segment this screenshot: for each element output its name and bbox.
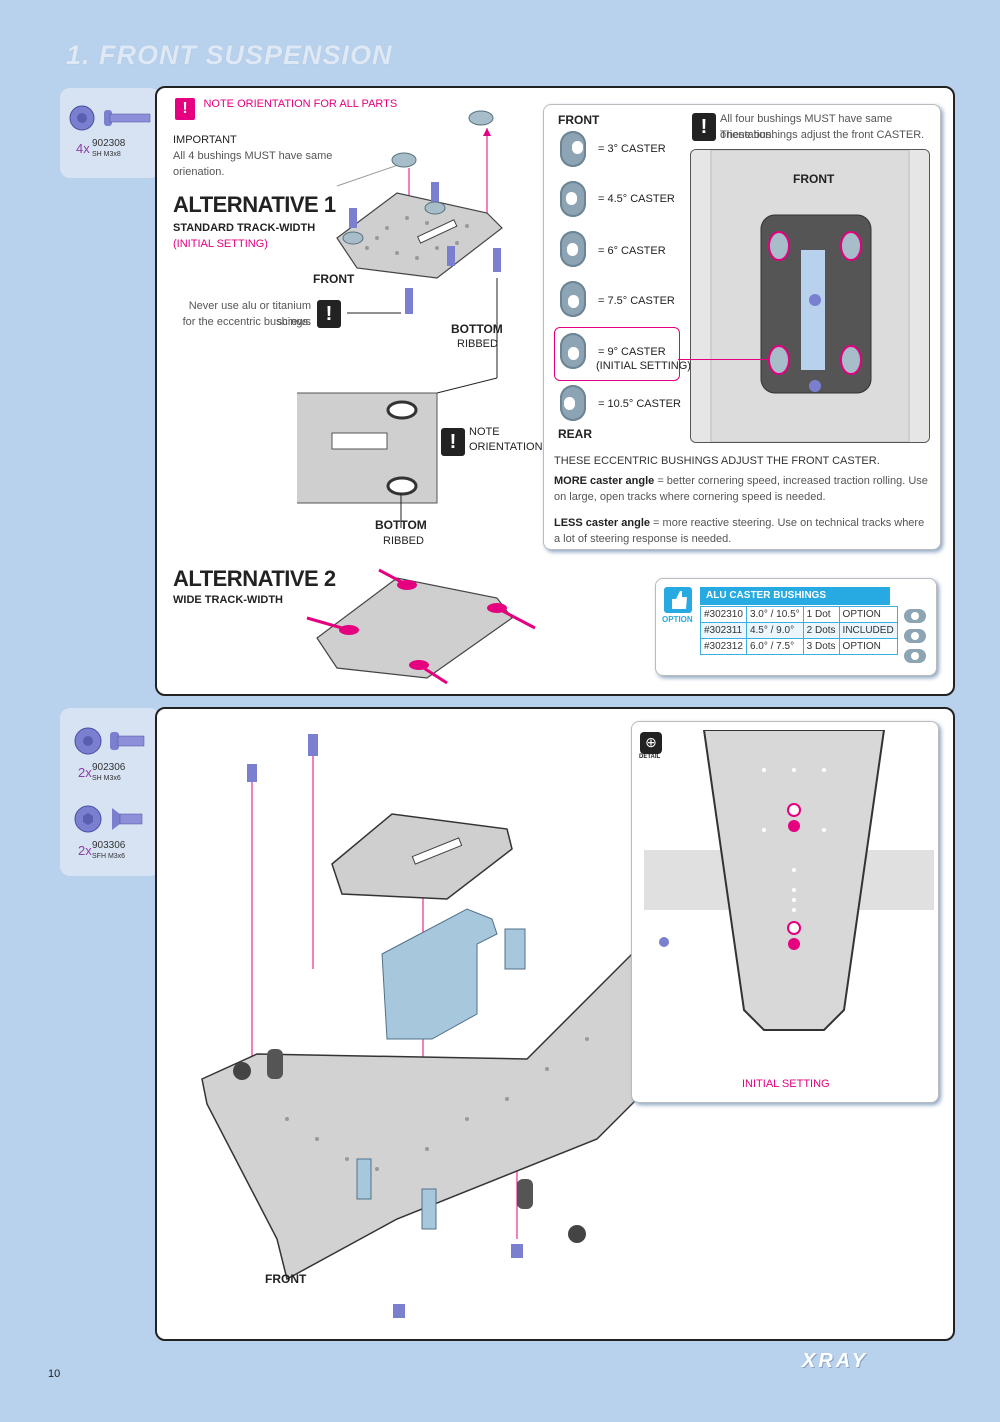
alt1-subtitle: STANDARD TRACK-WIDTH [173, 222, 316, 234]
step2-panel: FRONT ⊕ DETAIL INITIAL SETTING [155, 707, 955, 1341]
front-label: FRONT [313, 272, 355, 286]
step2-illustration [201, 734, 637, 1318]
ribbed-label-1: RIBBED [457, 338, 498, 350]
table-cell: #302311 [700, 622, 747, 639]
page-number: 10 [48, 1368, 61, 1380]
caster-warning-1: All four bushings MUST have same orienta… [720, 113, 893, 141]
less-label: LESS caster angle [554, 517, 650, 529]
option-table: #302310 3.0° / 10.5° 1 Dot OPTION #30231… [700, 606, 898, 655]
option-icon-label: OPTION [662, 615, 693, 624]
caster-option-5: = 9° CASTER [598, 346, 666, 358]
alt1-title: ALTERNATIVE 1 [173, 192, 336, 217]
screw-sh-icon [69, 105, 151, 131]
parts-tab-step1: 4x 902308 SH M3x8 [60, 88, 160, 178]
caster-option-5-note: (INITIAL SETTING) [596, 360, 691, 372]
part-desc: SH M3x6 [92, 775, 121, 782]
bottom-label-1: BOTTOM [451, 322, 503, 336]
warning-black-icon: ! [317, 300, 341, 328]
caster-option-4: = 7.5° CASTER [598, 295, 675, 307]
screw-sfh-icon [74, 805, 143, 833]
note-label: NOTE [469, 426, 500, 438]
caster-less-text: LESS caster angle = more reactive steeri… [554, 515, 930, 547]
table-row: #302312 6.0° / 7.5° 3 Dots OPTION [700, 638, 898, 655]
table-row: #302310 3.0° / 10.5° 1 Dot OPTION [700, 606, 898, 623]
brand-logo: XRAY [802, 1350, 869, 1372]
option-table-header: ALU CASTER BUSHINGS [700, 587, 890, 605]
screw-warning-1: Never use alu or titanium screws [188, 300, 311, 328]
part-code: 902308 [92, 138, 126, 149]
page-title: 1. FRONT SUSPENSION [66, 40, 393, 70]
part-code: 903306 [92, 840, 126, 851]
thumbs-up-icon [664, 587, 692, 613]
step1-panel: ! NOTE ORIENTATION FOR ALL PARTS IMPORTA… [155, 86, 955, 696]
alt2-title: ALTERNATIVE 2 [173, 566, 336, 591]
caster-adjust-text: THESE ECCENTRIC BUSHINGS ADJUST THE FRON… [554, 455, 880, 467]
bushing-10-5deg-icon [560, 385, 586, 421]
less-text: = more reactive steering. Use on technic… [554, 517, 925, 545]
initial-leader-line [678, 359, 770, 360]
table-row: #302311 4.5° / 9.0° 2 Dots INCLUDED [700, 622, 898, 639]
caster-inset-view: FRONT [690, 149, 930, 443]
part-qty: 2x [78, 765, 92, 780]
caster-option-3: = 6° CASTER [598, 245, 666, 257]
important-text-2: orienation. [173, 166, 225, 178]
table-cell: 4.5° / 9.0° [745, 622, 804, 639]
caster-more-text: MORE caster angle = better cornering spe… [554, 473, 930, 505]
table-cell: 2 Dots [802, 622, 840, 639]
part-qty: 2x [78, 843, 92, 858]
initial-setting-highlight [554, 327, 680, 381]
important-text-1: All 4 bushings MUST have same [173, 150, 333, 162]
caster-option-2: = 4.5° CASTER [598, 193, 675, 205]
screw-warning-2: for the eccentric bushings. [182, 316, 311, 328]
orientation-label: ORIENTATION [469, 441, 543, 453]
warning-icon: ! [175, 98, 195, 120]
detail-illustration [644, 730, 934, 1031]
bushing-7-5deg-icon [560, 281, 586, 317]
caster-option-6: = 10.5° CASTER [598, 398, 681, 410]
bushing-9deg-icon [560, 333, 586, 369]
inset-front-label: FRONT [793, 172, 835, 186]
caster-warning-icon: ! [692, 113, 716, 141]
table-cell: OPTION [838, 606, 898, 623]
step2-front-label: FRONT [265, 1272, 307, 1286]
alt2-subtitle: WIDE TRACK-WIDTH [173, 594, 283, 606]
caster-front-label: FRONT [558, 113, 600, 127]
part-desc: SFH M3x6 [92, 853, 126, 860]
table-cell: 1 Dot [802, 606, 840, 623]
bushing-dots-icons [904, 609, 926, 663]
important-title: IMPORTANT [173, 134, 237, 146]
more-text: = better cornering speed, increased trac… [554, 475, 928, 503]
table-cell: #302310 [700, 606, 747, 623]
part-code: 902306 [92, 762, 126, 773]
table-cell: #302312 [700, 638, 747, 655]
part-qty: 4x [76, 141, 90, 156]
bushing-4-5deg-icon [560, 181, 586, 217]
more-label: MORE caster angle [554, 475, 655, 487]
part-desc: SH M3x8 [92, 151, 121, 158]
alt1-initial: (INITIAL SETTING) [173, 238, 268, 250]
detail-inset: ⊕ DETAIL INITIAL SETTING [631, 721, 939, 1103]
caster-option-1: = 3° CASTER [598, 143, 666, 155]
initial-setting-label: INITIAL SETTING [742, 1078, 830, 1090]
table-cell: 6.0° / 7.5° [745, 638, 804, 655]
detail-zoom-icon: ⊕ [640, 732, 662, 754]
bushing-6deg-icon [560, 231, 586, 267]
detail-label: DETAIL [639, 754, 661, 760]
table-cell: 3 Dots [802, 638, 840, 655]
table-cell: 3.0° / 10.5° [745, 606, 804, 623]
bushing-3deg-icon [560, 131, 586, 167]
note-orientation-header: NOTE ORIENTATION FOR ALL PARTS [203, 98, 398, 110]
warning-black-icon-2: ! [441, 428, 465, 456]
caster-rear-label: REAR [558, 427, 593, 441]
caster-info-box: FRONT = 3° CASTER = 4.5° CASTER = 6° CAS… [543, 104, 941, 550]
step1-illustration [297, 110, 536, 685]
table-cell: INCLUDED [838, 622, 898, 639]
parts-tab-step2: 2x 902306 SH M3x6 2x 903306 SFH M3x6 [60, 708, 160, 876]
caster-warning-2: These bushings adjust the front CASTER. [720, 129, 925, 141]
screw-sh-icon [74, 727, 145, 755]
ribbed-label-2: RIBBED [383, 535, 424, 547]
table-cell: OPTION [838, 638, 898, 655]
option-table-box: OPTION ALU CASTER BUSHINGS #302310 3.0° … [655, 578, 937, 676]
